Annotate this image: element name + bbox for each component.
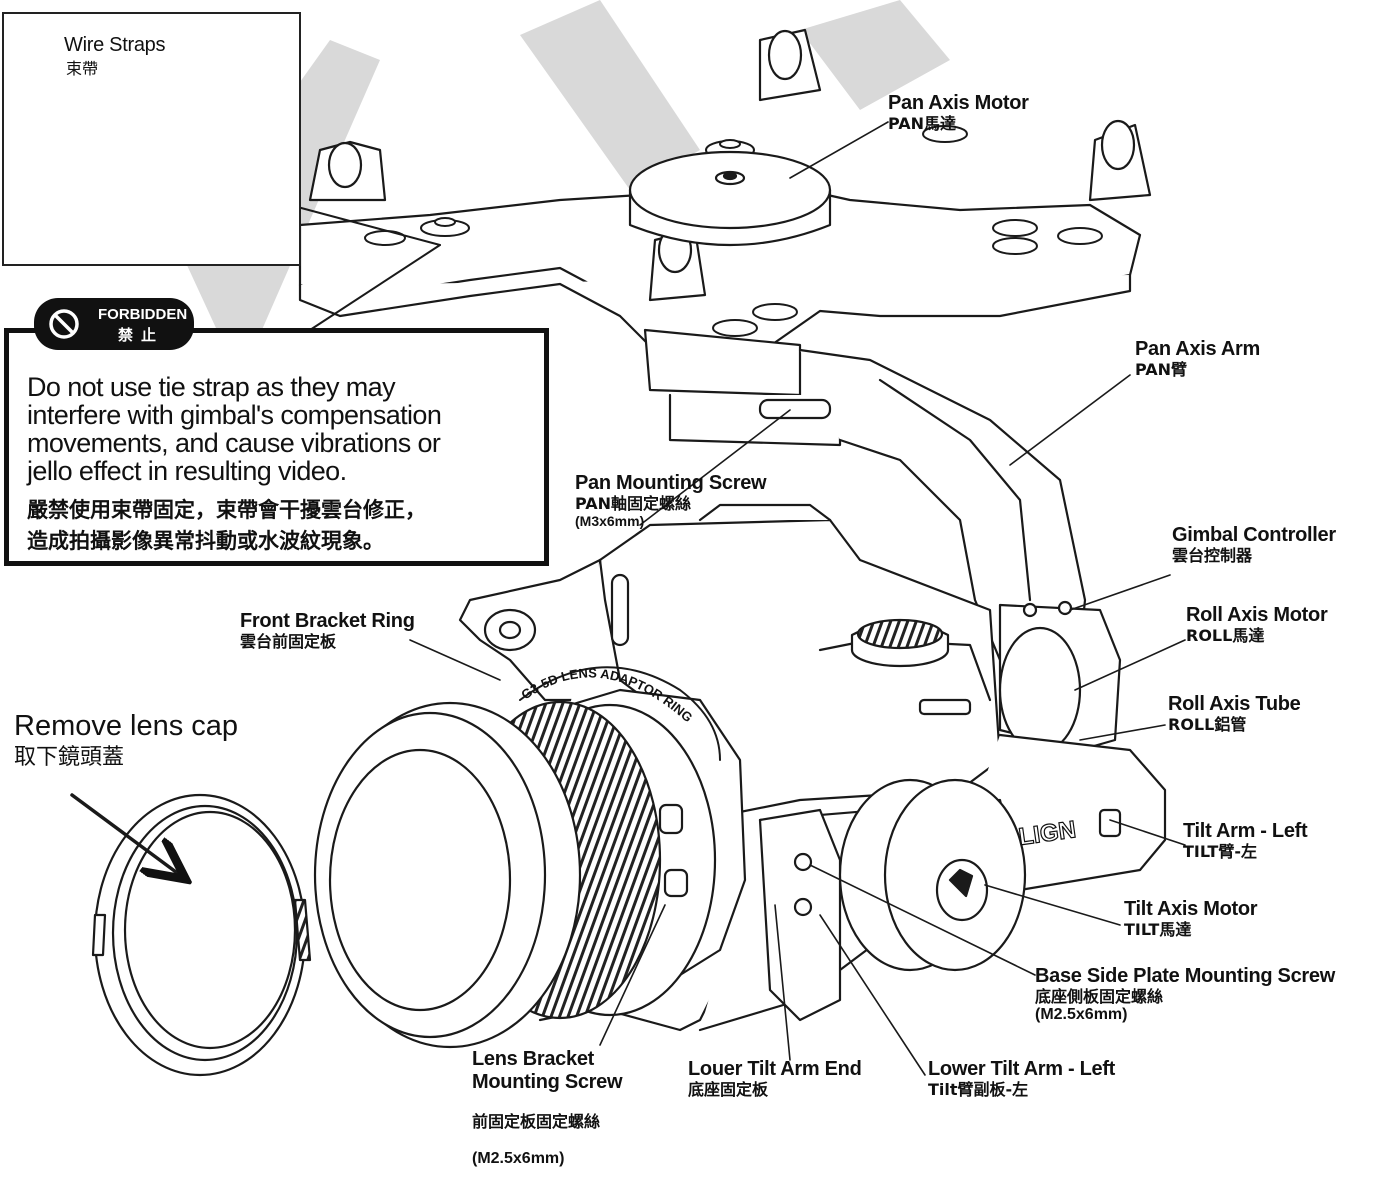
lower-tilt-arm-end <box>758 808 842 1022</box>
remove-lens-cap-title: Remove lens cap <box>14 710 239 742</box>
damper-grommets <box>364 125 1103 337</box>
warning-pointer-line <box>309 244 441 331</box>
wire-strap-inset <box>2 12 301 266</box>
callout-zh: 雲台控制器 <box>1172 546 1253 565</box>
callout-pan-axis-motor: Pan Axis Motor PAN馬達 <box>888 92 1029 133</box>
callout-gimbal-controller: Gimbal Controller 雲台控制器 <box>1172 524 1336 565</box>
warning-text-en: Do not use tie strap as they may interfe… <box>27 372 442 486</box>
callout-lower-tilt-arm-left: Lower Tilt Arm - Left Tilt臂副板-左 <box>928 1058 1115 1099</box>
pan-axis-motor <box>628 150 832 247</box>
callout-base-side-plate-screw: Base Side Plate Mounting Screw 底座側板固定螺絲 … <box>1035 965 1335 1025</box>
callout-louer-tilt-arm-end: Louer Tilt Arm End 底座固定板 <box>688 1058 862 1099</box>
callout-zh: PAN軸固定螺絲 <box>575 494 692 513</box>
inset-pointer-line <box>289 204 441 246</box>
callout-zh: 底座固定板 <box>688 1080 769 1099</box>
callout-en: Gimbal Controller <box>1172 524 1336 546</box>
callout-zh: TILT馬達 <box>1124 920 1192 939</box>
forbidden-badge: FORBIDDEN 禁止 <box>34 298 194 350</box>
callout-pan-mounting-screw: Pan Mounting Screw PAN軸固定螺絲 (M3x6mm) <box>575 472 767 530</box>
callout-zh: Tilt臂副板-左 <box>928 1080 1029 1099</box>
adaptor-ring-arc <box>519 666 721 761</box>
callout-front-bracket-ring: Front Bracket Ring 雲台前固定板 <box>240 610 415 651</box>
callout-en: Base Side Plate Mounting Screw <box>1035 965 1335 987</box>
callout-leaders <box>409 121 1186 1076</box>
callout-en: Tilt Axis Motor <box>1124 898 1258 920</box>
prohibited-icon <box>49 309 79 339</box>
callout-zh: ROLL鋁管 <box>1168 715 1247 734</box>
gimbal-line-drawing: G3-5D LENS ADAPTOR RING LIGN <box>2 0 1186 1077</box>
remove-cap-arrow <box>70 793 180 875</box>
plate-clamps <box>308 28 1152 302</box>
callout-lens-bracket-screw: Lens Bracket Mounting Screw 前固定板固定螺絲 (M2… <box>472 1030 623 1186</box>
callout-en: Front Bracket Ring <box>240 610 415 632</box>
callout-zh: 雲台前固定板 <box>240 632 337 651</box>
gimbal-controller-body <box>998 600 1122 754</box>
callout-zh: 前固定板固定螺絲 <box>472 1111 601 1131</box>
callout-tilt-axis-motor: Tilt Axis Motor TILT馬達 <box>1124 898 1258 939</box>
callout-spec: (M3x6mm) <box>575 513 645 530</box>
wire-straps-label: Wire Straps <box>64 34 166 56</box>
pan-axis-arm <box>643 328 1087 662</box>
callout-tilt-arm-left: Tilt Arm - Left TILT臂-左 <box>1183 820 1308 861</box>
lens-cap <box>91 793 312 1077</box>
callout-spec: (M2.5x6mm) <box>1035 1006 1128 1024</box>
callout-spec: (M2.5x6mm) <box>472 1149 565 1167</box>
forbidden-badge-en: FORBIDDEN <box>98 306 188 323</box>
remove-lens-cap-title-zh: 取下鏡頭蓋 <box>14 745 125 770</box>
camera-lens <box>313 688 747 1049</box>
callout-zh: TILT臂-左 <box>1183 842 1257 861</box>
callout-zh: 底座側板固定螺絲 <box>1035 987 1164 1006</box>
tilt-axis-motor <box>838 778 1027 972</box>
callout-en: Lower Tilt Arm - Left <box>928 1058 1116 1080</box>
callout-roll-axis-motor: Roll Axis Motor ROLL馬達 <box>1186 604 1328 645</box>
callout-roll-axis-tube: Roll Axis Tube ROLL鋁管 <box>1168 693 1301 734</box>
forbidden-warning-box: Do not use tie strap as they may interfe… <box>4 328 549 566</box>
callout-en: Roll Axis Motor <box>1186 604 1328 626</box>
callout-pan-axis-arm: Pan Axis Arm PAN臂 <box>1135 338 1260 379</box>
warning-text-zh: 嚴禁使用束帶固定，束帶會干擾雲台修正， 造成拍攝影像異常抖動或水波紋現象。 <box>27 498 426 553</box>
callout-zh: PAN臂 <box>1135 360 1188 379</box>
callout-en: Tilt Arm - Left <box>1183 820 1308 842</box>
callout-en: Roll Axis Tube <box>1168 693 1301 715</box>
callout-en: Lens Bracket Mounting Screw <box>472 1048 623 1094</box>
callout-zh: PAN馬達 <box>888 114 957 133</box>
callout-en: Pan Axis Arm <box>1135 338 1260 360</box>
forbidden-badge-zh: 禁止 <box>118 326 165 344</box>
callout-zh: ROLL馬達 <box>1186 626 1265 645</box>
callout-en: Louer Tilt Arm End <box>688 1058 862 1080</box>
wire-straps-label-zh: 束帶 <box>66 59 99 78</box>
callout-en: Pan Axis Motor <box>888 92 1029 114</box>
callout-en: Pan Mounting Screw <box>575 472 767 494</box>
